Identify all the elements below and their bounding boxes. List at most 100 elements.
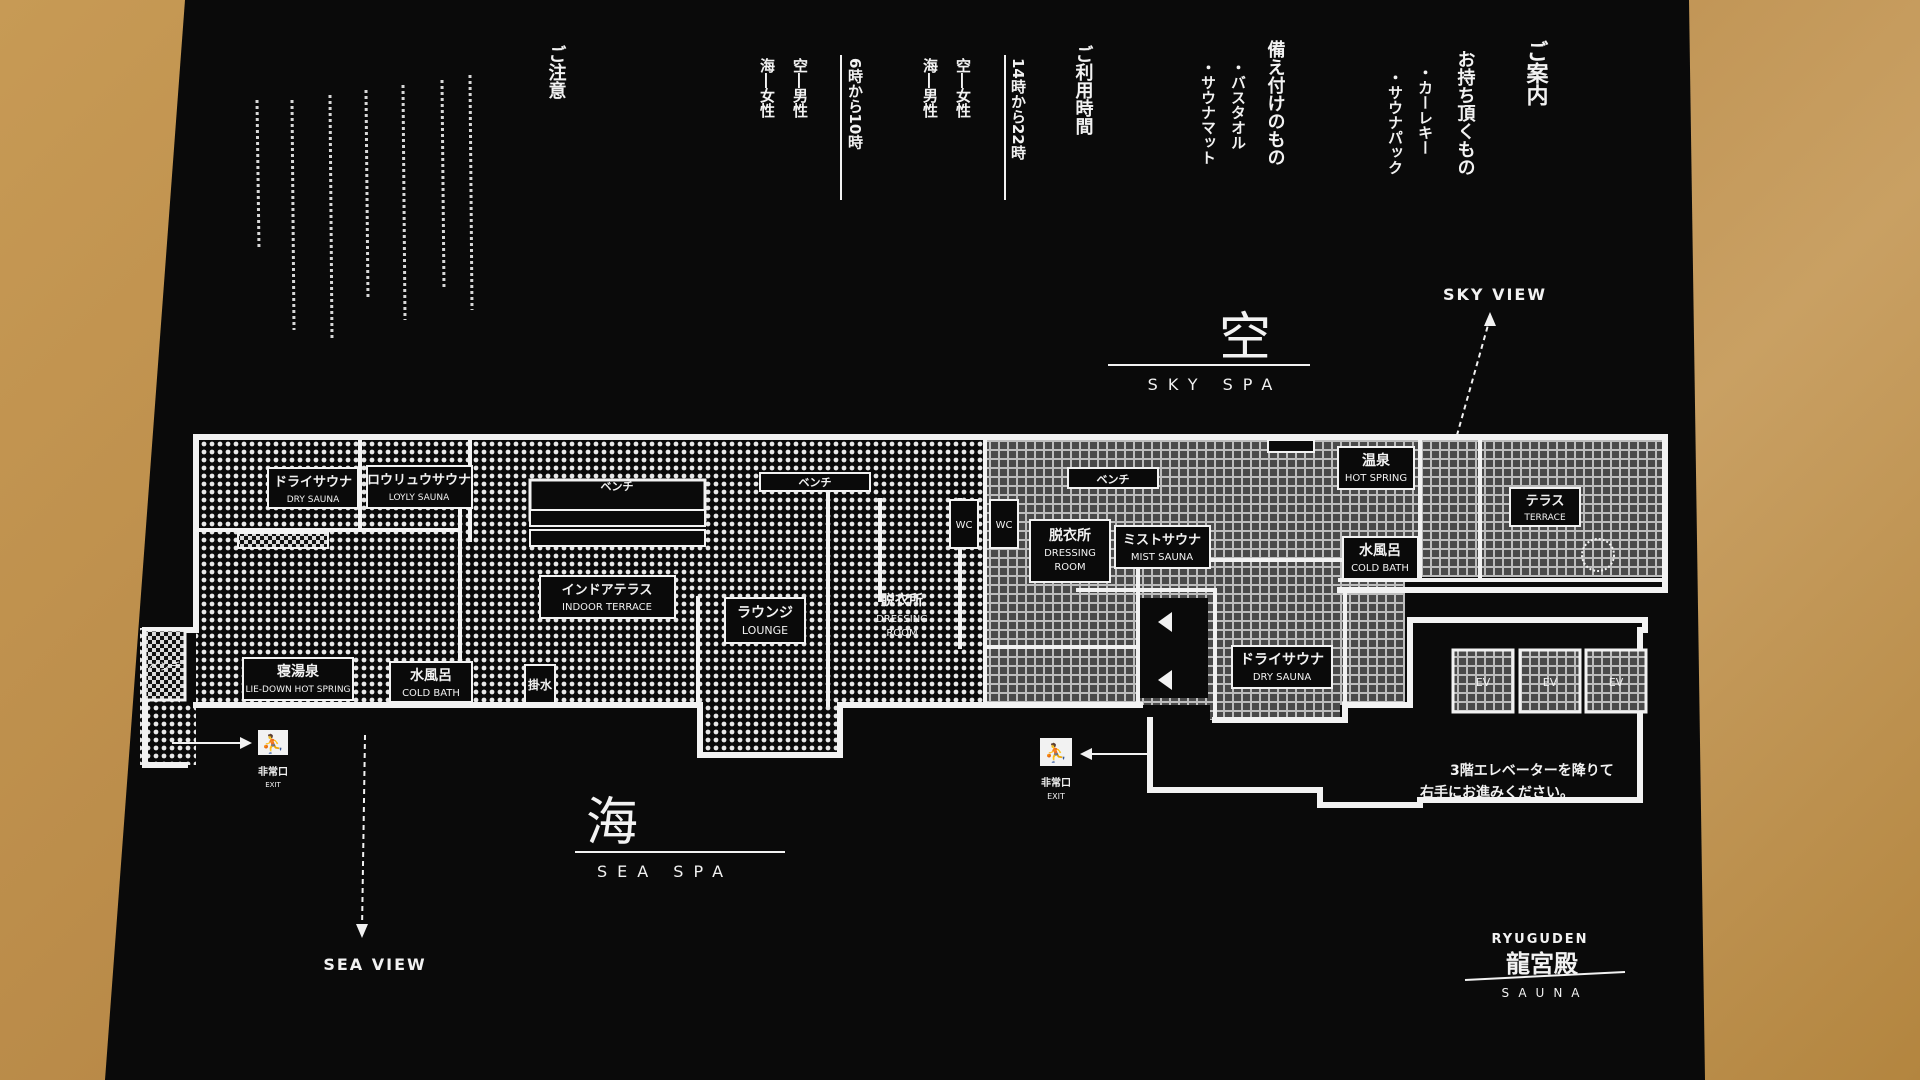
svg-text:WC: WC — [996, 520, 1013, 531]
bench-3: ベンチ — [1067, 467, 1159, 489]
room-lie-down-hot-spring: 寝湯泉 LIE-DOWN HOT SPRING — [242, 657, 354, 701]
room-indoor-terrace: ベンチ インドアテラス INDOOR TERRACE — [528, 478, 707, 619]
room-dry-sauna-sea: ドライサウナ DRY SAUNA — [267, 467, 359, 509]
svg-text:寝湯泉: 寝湯泉 — [277, 663, 320, 680]
svg-text:DRESSING: DRESSING — [1044, 548, 1096, 559]
room-cold-bath-sky: 水風呂 COLD BATH — [1342, 536, 1419, 580]
ev-3: EV — [1609, 676, 1624, 689]
svg-text:⛹: ⛹ — [1045, 742, 1067, 764]
sea-kanji: 海 — [586, 793, 638, 853]
hours-slot1-b: 海―男性 — [921, 57, 939, 119]
sky-spa-text: SKY SPA — [1148, 375, 1283, 394]
svg-text:水風呂: 水風呂 — [1359, 542, 1401, 559]
svg-text:TERRACE: TERRACE — [1523, 513, 1566, 523]
room-dressing-sea: 脱衣所 DRESSING ROOM — [876, 592, 928, 639]
svg-text:ROOM: ROOM — [1054, 562, 1085, 573]
room-hot-spring: 温泉 HOT SPRING — [1337, 446, 1415, 490]
svg-text:EXIT: EXIT — [265, 781, 281, 789]
svg-text:MIST SAUNA: MIST SAUNA — [1131, 552, 1193, 563]
svg-text:非常口: 非常口 — [258, 765, 288, 778]
equip-title: 備え付けのもの — [1265, 39, 1286, 166]
svg-text:WC: WC — [956, 520, 973, 531]
svg-text:EXIT: EXIT — [1047, 792, 1065, 801]
room-mist-sauna: ミストサウナ MIST SAUNA — [1114, 525, 1211, 569]
room-dry-sauna-sky: ドライサウナ DRY SAUNA — [1231, 645, 1333, 689]
exit-sign-icon — [258, 730, 288, 755]
svg-text:SAUNA: SAUNA — [1501, 986, 1588, 1000]
room-kakeyu: 掛水 — [524, 664, 556, 704]
sky-spa-label: 空 SKY SPA — [1108, 308, 1310, 394]
svg-text:水風呂: 水風呂 — [410, 667, 452, 684]
equip-item-1: ・バスタオル — [1229, 60, 1247, 150]
svg-text:LOYLY SAUNA: LOYLY SAUNA — [389, 493, 450, 503]
vent-box — [1267, 439, 1315, 453]
svg-text:COLD BATH: COLD BATH — [1351, 563, 1409, 574]
svg-text:ドライサウナ: ドライサウナ — [274, 475, 352, 490]
svg-text:龍宮殿: 龍宮殿 — [1506, 949, 1579, 978]
room-terrace: テラス TERRACE — [1509, 487, 1615, 572]
exit-sea: ⛹ 非常口 EXIT — [172, 730, 288, 789]
room-lounge: ラウンジ LOUNGE — [724, 597, 806, 644]
hours-slot1-time: 14時から22時 — [1009, 58, 1027, 161]
svg-text:ベンチ: ベンチ — [1097, 473, 1130, 486]
svg-text:ROOM: ROOM — [886, 628, 917, 639]
svg-text:LOUNGE: LOUNGE — [742, 624, 788, 637]
ev-2: EV — [1543, 676, 1558, 689]
svg-text:⛹: ⛹ — [262, 733, 284, 755]
hours-slot2-b: 海―女性 — [758, 57, 776, 119]
bring-title: お持ち頂くもの — [1455, 50, 1476, 176]
elevators: EV EV EV — [1451, 648, 1648, 714]
room-loyly-sauna: ロウリュウサウナ LOYLY SAUNA — [366, 465, 473, 509]
bring-item-1: ・カーレキー — [1416, 65, 1434, 155]
hours-slot1-a: 空―女性 — [954, 57, 972, 119]
svg-text:LIE-DOWN HOT SPRING: LIE-DOWN HOT SPRING — [245, 685, 350, 695]
notes-heading: ご注意 — [546, 44, 567, 99]
bench-2: ベンチ — [759, 472, 871, 492]
bench-strip — [237, 532, 329, 549]
room-cold-bath-sea: 水風呂 COLD BATH — [389, 661, 473, 703]
ryuguden-logo: RYUGUDEN 龍宮殿 SAUNA — [1464, 932, 1626, 1000]
svg-text:ベンチ: ベンチ — [601, 480, 634, 493]
hours-slot2-a: 空―男性 — [791, 57, 809, 119]
sea-spa-label: 海 SEA SPA — [575, 793, 785, 881]
svg-text:3階エレベーターを降りて: 3階エレベーターを降りて — [1450, 762, 1614, 779]
svg-text:インドアテラス: インドアテラス — [562, 583, 653, 598]
svg-text:ラウンジ: ラウンジ — [737, 605, 793, 621]
exit-sign-icon — [1040, 738, 1072, 766]
svg-text:温泉: 温泉 — [1362, 452, 1391, 469]
svg-text:脱衣所: 脱衣所 — [881, 592, 923, 609]
hours-slot2-time: 6時から10時 — [846, 58, 864, 151]
svg-text:掛水: 掛水 — [528, 677, 553, 692]
wc-1: WC — [949, 499, 979, 549]
svg-text:DRY SAUNA: DRY SAUNA — [1253, 672, 1311, 683]
bench-left: ベンチ — [149, 660, 182, 673]
info-section: ご案内 お持ち頂くもの ・カーレキー ・サウナパック 備え付けのもの ・バスタオ… — [1199, 39, 1550, 176]
svg-text:ベンチ: ベンチ — [799, 476, 832, 489]
svg-text:ロウリュウサウナ: ロウリュウサウナ — [367, 473, 471, 488]
hours-heading: ご利用時間 — [1073, 44, 1094, 136]
directions-note: 3階エレベーターを降りて 右手にお進みください。 — [1419, 762, 1614, 801]
sky-view-marker: SKY VIEW — [1443, 285, 1547, 461]
svg-text:テラス: テラス — [1526, 494, 1565, 509]
svg-text:INDOOR TERRACE: INDOOR TERRACE — [562, 602, 652, 613]
svg-text:非常口: 非常口 — [1041, 776, 1071, 789]
wc-2: WC — [989, 499, 1019, 549]
bring-item-2: ・サウナパック — [1386, 70, 1404, 175]
room-dressing-sky: 脱衣所 DRESSING ROOM — [1029, 519, 1111, 583]
svg-text:COLD BATH: COLD BATH — [402, 688, 460, 699]
sky-view-text: SKY VIEW — [1443, 285, 1547, 304]
sky-kanji: 空 — [1219, 308, 1271, 368]
entrance-arrows — [1140, 598, 1208, 698]
equip-item-2: ・サウナマット — [1199, 60, 1217, 165]
exit-sky: ⛹ 非常口 EXIT — [1040, 738, 1150, 801]
svg-text:ドライサウナ: ドライサウナ — [1240, 652, 1324, 668]
sea-view-text: SEA VIEW — [323, 955, 426, 974]
svg-text:ミストサウナ: ミストサウナ — [1123, 533, 1201, 548]
svg-text:DRY SAUNA: DRY SAUNA — [287, 495, 340, 505]
svg-text:DRESSING: DRESSING — [876, 614, 928, 625]
info-heading: ご案内 — [1523, 40, 1550, 107]
notes-body — [255, 74, 474, 341]
ev-1: EV — [1476, 676, 1491, 689]
svg-text:右手にお進みください。: 右手にお進みください。 — [1419, 784, 1574, 801]
